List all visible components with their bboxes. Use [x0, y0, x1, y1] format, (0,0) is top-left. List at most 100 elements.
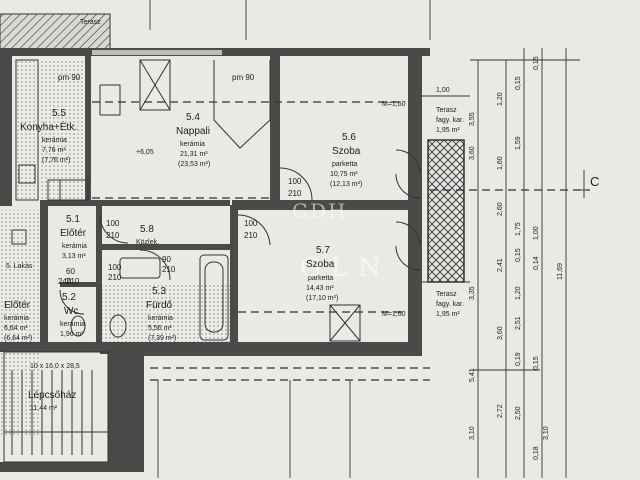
- svg-text:0,15: 0,15: [533, 356, 540, 370]
- height-mark-1: M=1,60: [382, 101, 406, 108]
- svg-text:parketta: parketta: [308, 275, 333, 282]
- room-eloter: Előtér kerámia 6,64 m² (6,64 m²): [4, 300, 32, 342]
- svg-text:5.4: 5.4: [186, 112, 200, 123]
- svg-text:fagy. kar.: fagy. kar.: [436, 301, 464, 308]
- svg-text:Közlek.: Közlek.: [136, 239, 159, 246]
- svg-text:21,31 m²: 21,31 m²: [180, 151, 208, 158]
- svg-text:Lépcsőház: Lépcsőház: [28, 390, 76, 401]
- balcony-door-top2[interactable]: [395, 173, 421, 199]
- svg-text:(7,76 m²): (7,76 m²): [42, 157, 70, 164]
- room-5-2: 5.2 Wc kerámia 1,96 m²: [60, 292, 85, 338]
- room-5-8: 5.8 Közlek.: [136, 224, 159, 246]
- label-5-lakas: 5. Lakás: [6, 263, 33, 270]
- dim-col2: 1,20 2,60 1,60 2,41 3,60 2,72: [497, 92, 504, 418]
- sink: [119, 257, 161, 279]
- wall-wc: [60, 282, 100, 287]
- svg-text:kerámia: kerámia: [4, 315, 29, 322]
- door-szoba7[interactable]: [237, 214, 271, 246]
- svg-text:Szoba: Szoba: [306, 259, 335, 270]
- bottom-left-wall: [100, 342, 144, 354]
- svg-text:2,41: 2,41: [497, 258, 504, 272]
- balcony-door-top[interactable]: [395, 149, 421, 175]
- door-szoba6[interactable]: [279, 167, 313, 201]
- svg-text:1,59: 1,59: [515, 136, 522, 150]
- wc-toilet: [70, 315, 86, 337]
- door-wc[interactable]: [59, 289, 85, 315]
- watermark-bottom: GLN: [300, 253, 391, 283]
- balcony-door-bottom[interactable]: [395, 221, 421, 247]
- room-5-4: 5.4 Nappali kerámia 21,31 m² (23,53 m²) …: [136, 112, 210, 168]
- svg-text:(23,53 m²): (23,53 m²): [178, 161, 210, 168]
- svg-text:pm 90: pm 90: [232, 73, 255, 82]
- left-wall: [0, 56, 12, 206]
- svg-text:10,75 m²: 10,75 m²: [330, 171, 358, 178]
- wall-szoba7-left: [230, 205, 238, 345]
- svg-text:Szoba: Szoba: [332, 146, 361, 157]
- svg-text:5,41: 5,41: [469, 368, 476, 382]
- svg-text:2,50: 2,50: [515, 406, 522, 420]
- svg-text:Wc: Wc: [64, 306, 78, 317]
- svg-text:10 x 16,0 x 28,5: 10 x 16,0 x 28,5: [30, 363, 80, 370]
- svg-text:6,64 m²: 6,64 m²: [4, 325, 28, 332]
- svg-text:+6,05: +6,05: [136, 149, 154, 156]
- svg-text:3,60: 3,60: [469, 146, 476, 160]
- svg-text:100: 100: [106, 219, 120, 228]
- svg-text:5,56 m²: 5,56 m²: [148, 325, 172, 332]
- svg-text:kerámia: kerámia: [148, 315, 173, 322]
- svg-text:Terasz: Terasz: [436, 107, 457, 114]
- svg-text:1,00: 1,00: [533, 226, 540, 240]
- svg-text:1,60: 1,60: [497, 156, 504, 170]
- svg-text:210: 210: [162, 265, 176, 274]
- svg-text:(6,64 m²): (6,64 m²): [4, 335, 32, 342]
- wall-bath-left: [96, 205, 102, 345]
- svg-text:3,60: 3,60: [497, 326, 504, 340]
- door-labels: pm 90 pm 90 100 210 100 210 100 210 100 …: [58, 73, 302, 286]
- svg-text:1,20: 1,20: [497, 92, 504, 106]
- svg-text:210: 210: [288, 189, 302, 198]
- kitchen-cabinet-1: [139, 59, 171, 111]
- toilet: [109, 314, 127, 338]
- svg-text:100: 100: [288, 177, 302, 186]
- svg-text:100: 100: [108, 263, 122, 272]
- terrace-right-bottom-label: Terasz fagy. kar. 1,95 m²: [436, 291, 464, 318]
- dimension-lines: [470, 48, 590, 478]
- svg-text:Terasz: Terasz: [436, 291, 457, 298]
- wall-nappali-szoba: [270, 56, 280, 206]
- label-terasz-top: Terasz: [80, 19, 101, 26]
- svg-text:(7,39 m²): (7,39 m²): [148, 335, 176, 342]
- door-bath[interactable]: [139, 249, 171, 281]
- wall-kitchen-divider: [85, 56, 91, 204]
- nappali-angled-wall: [213, 60, 271, 149]
- svg-text:210: 210: [106, 231, 120, 240]
- svg-text:5.3: 5.3: [152, 286, 166, 297]
- right-terrace-railing: [427, 139, 465, 283]
- svg-text:7,76 m²: 7,76 m²: [42, 147, 66, 154]
- wall-bath-top: [100, 244, 232, 250]
- bottom-wall: [140, 342, 422, 356]
- terrace-right-top-label: Terasz fagy. kar. 1,95 m²: [436, 107, 464, 134]
- svg-text:Konyha+Étk.: Konyha+Étk.: [20, 120, 77, 133]
- svg-text:3,35: 3,35: [469, 286, 476, 300]
- svg-text:kerámia: kerámia: [62, 243, 87, 250]
- svg-text:parketta: parketta: [332, 161, 357, 168]
- watermark-top: GDH: [292, 199, 347, 223]
- eloter-floor: [0, 210, 40, 435]
- svg-text:Előtér: Előtér: [60, 228, 87, 239]
- balcony-door-bottom2[interactable]: [395, 245, 421, 271]
- door-eloter[interactable]: [99, 214, 129, 244]
- bathtub: [199, 254, 229, 341]
- room-lepcsohaz: 10 x 16,0 x 28,5 Lépcsőház 11,44 m²: [28, 363, 80, 412]
- svg-text:1,20: 1,20: [515, 286, 522, 300]
- svg-text:1,96 m²: 1,96 m²: [60, 331, 84, 338]
- room-5-7: 5.7 Szoba parketta 14,43 m² (17,10 m²): [306, 245, 338, 302]
- svg-text:14,43 m²: 14,43 m²: [306, 285, 334, 292]
- svg-text:kerámia: kerámia: [42, 137, 67, 144]
- wall-stair-right: [108, 352, 144, 472]
- svg-text:0,15: 0,15: [515, 248, 522, 262]
- svg-text:100: 100: [244, 219, 258, 228]
- svg-text:210: 210: [244, 231, 258, 240]
- lower-left-wall: [40, 205, 48, 345]
- svg-text:(17,10 m²): (17,10 m²): [306, 295, 338, 302]
